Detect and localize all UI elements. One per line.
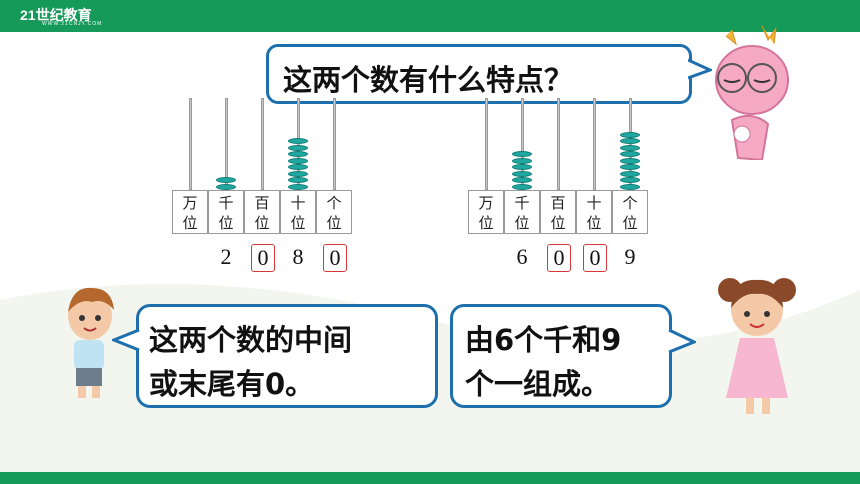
abacus-rod: [260, 98, 264, 190]
place-label: 千 位: [208, 190, 244, 234]
question-text: 这两个数有什么特点？: [283, 63, 574, 97]
girl-character-image: [718, 278, 796, 414]
abacus-bead: [512, 170, 532, 177]
place-label: 十 位: [280, 190, 316, 234]
boy-speech-line1: 这两个数的中间: [149, 323, 353, 357]
abacus-bead: [288, 157, 308, 164]
digit-highlighted: 0: [251, 244, 275, 272]
abacus-bead: [512, 151, 532, 157]
abacus-rod: [520, 98, 524, 190]
abacus-bead: [512, 177, 532, 183]
abacus-bead: [620, 177, 640, 183]
abacus-bead: [288, 170, 308, 177]
abacus-bead: [620, 157, 640, 164]
place-label: 万 位: [468, 190, 504, 234]
question-bubble: 这两个数有什么特点？: [266, 44, 692, 104]
abacus-rod: [224, 98, 228, 190]
abacus-bead: [288, 164, 308, 170]
abacus-rod: [332, 98, 336, 190]
place-label: 个 位: [316, 190, 352, 234]
abacus-bead: [620, 144, 640, 151]
logo-subtext: WWW.21CNJY.COM: [42, 21, 103, 27]
abacus-bead: [288, 151, 308, 157]
abacus-bead: [288, 144, 308, 151]
digit-highlighted: 0: [583, 244, 607, 272]
abacus-bead: [512, 157, 532, 164]
abacus-rod: [484, 98, 488, 190]
logo-text: 21世纪教育: [20, 7, 92, 23]
digit: 6: [516, 244, 528, 269]
abacus-bead: [620, 183, 640, 190]
digit-highlighted: 0: [323, 244, 347, 272]
abacus-bead: [216, 177, 236, 183]
brand-logo: 21世纪教育 WWW.21CNJY.COM: [20, 5, 101, 27]
digit: 8: [292, 244, 304, 269]
footer-bar: [0, 472, 860, 484]
abacus-bead: [288, 183, 308, 190]
digit: 9: [624, 244, 636, 269]
girl-bubble-tail: [668, 328, 696, 354]
abacus-rod: [556, 98, 560, 190]
abacus-bead: [216, 183, 236, 190]
girl-speech-line2: 个一组成。: [465, 367, 611, 401]
boy-bubble-tail: [112, 328, 140, 352]
abacus-bead: [512, 183, 532, 190]
boy-speech-line2: 或末尾有0。: [149, 367, 315, 401]
dragon-mascot-image: [715, 25, 789, 160]
place-label: 百 位: [244, 190, 280, 234]
place-label: 个 位: [612, 190, 648, 234]
abacus-bead: [620, 170, 640, 177]
place-label: 千 位: [504, 190, 540, 234]
abacus-bead: [620, 131, 640, 138]
header-bar: 21世纪教育 WWW.21CNJY.COM: [0, 0, 860, 32]
place-label: 万 位: [172, 190, 208, 234]
abacus-bead: [512, 164, 532, 170]
abacus-bead: [288, 177, 308, 183]
girl-speech-line1: 由6个千和9: [465, 323, 622, 357]
digit: 2: [220, 244, 232, 269]
digit-highlighted: 0: [547, 244, 571, 272]
abacus-rod: [188, 98, 192, 190]
place-label: 十 位: [576, 190, 612, 234]
abacus-bead: [620, 151, 640, 157]
abacus-rod: [592, 98, 596, 190]
abacus-bead: [288, 138, 308, 144]
question-bubble-tail: [688, 58, 712, 80]
place-label: 百 位: [540, 190, 576, 234]
boy-character-image: [68, 287, 114, 398]
boy-speech-bubble: 这两个数的中间 或末尾有0。: [136, 304, 438, 408]
abacus-bead: [620, 164, 640, 170]
girl-speech-bubble: 由6个千和9 个一组成。: [450, 304, 672, 408]
abacus-bead: [620, 138, 640, 144]
